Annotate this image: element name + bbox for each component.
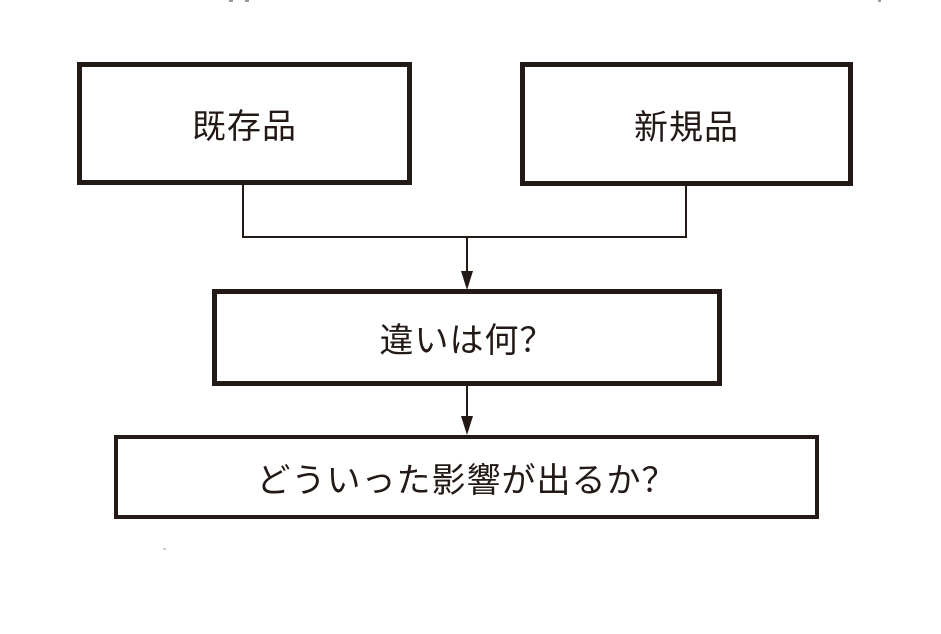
node-impact-label: どういった影響が出るか？ (256, 461, 677, 500)
connector-line-to-impact (466, 386, 468, 420)
scan-artifact (245, 0, 249, 2)
scan-artifact (163, 548, 166, 550)
arrow-down-icon (461, 271, 473, 290)
scan-artifact (878, 0, 881, 2)
connector-line-from-existing (242, 185, 244, 238)
node-difference-label: 違いは何？ (379, 322, 555, 360)
node-impact: どういった影響が出るか？ (114, 435, 819, 519)
node-new-product: 新規品 (520, 62, 853, 186)
scan-artifact (229, 0, 233, 2)
connector-line-from-new (685, 186, 687, 238)
node-difference: 違いは何？ (212, 289, 722, 386)
node-existing-product-label: 既存品 (192, 108, 297, 146)
node-existing-product: 既存品 (77, 62, 412, 185)
connector-line-merge-horizontal (242, 236, 687, 238)
connector-line-to-difference (466, 237, 468, 275)
node-new-product-label: 新規品 (634, 108, 739, 147)
arrow-down-icon (461, 416, 473, 435)
